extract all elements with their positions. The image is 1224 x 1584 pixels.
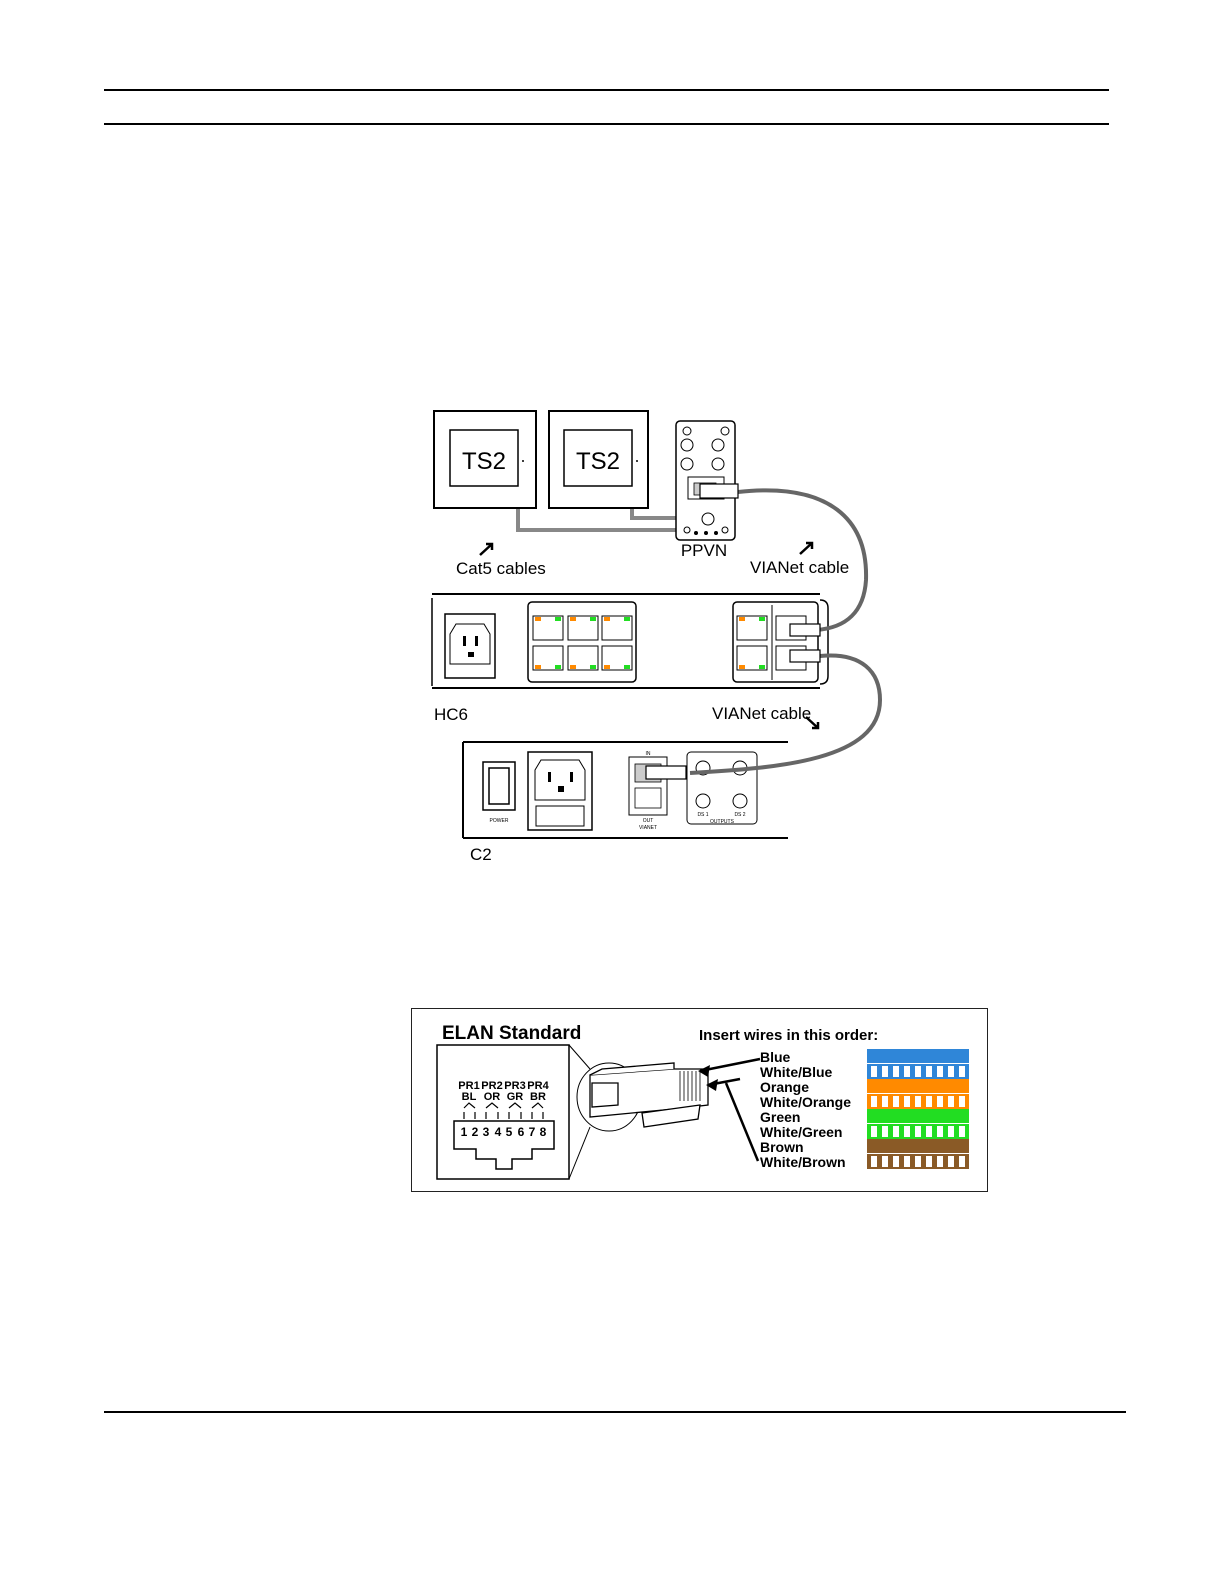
- white-stripe: [948, 1126, 954, 1137]
- white-stripe: [948, 1156, 954, 1167]
- cat5-cables-label: Cat5 cables: [456, 559, 546, 578]
- white-stripe: [915, 1126, 921, 1137]
- wire-order-list: Blue White/Blue Orange White/Orange Gree…: [760, 1049, 851, 1170]
- white-stripe: [904, 1096, 910, 1107]
- swatch-blue: [867, 1049, 969, 1063]
- elan-title: ELAN Standard: [442, 1023, 581, 1044]
- wire-6: White/Green: [760, 1124, 842, 1140]
- white-stripe: [937, 1126, 943, 1137]
- hc6-label: HC6: [434, 705, 468, 724]
- ppvn-label: PPVN: [681, 541, 727, 560]
- c2-power-label: POWER: [490, 818, 509, 824]
- white-stripe: [959, 1096, 965, 1107]
- white-stripe: [893, 1066, 899, 1077]
- white-stripe: [937, 1066, 943, 1077]
- wire-5: Green: [760, 1109, 800, 1125]
- white-stripe: [926, 1126, 932, 1137]
- pin-8: 8: [540, 1125, 547, 1139]
- pin-1: 1: [461, 1125, 468, 1139]
- white-stripe: [893, 1126, 899, 1137]
- white-stripe: [871, 1156, 877, 1167]
- white-stripe: [959, 1126, 965, 1137]
- c2-ds2-label: DS 2: [734, 812, 745, 818]
- cat5-arrow-icon: [480, 544, 492, 555]
- vianet-cable-lower-label: VIANet cable: [712, 704, 811, 723]
- wire-2: White/Blue: [760, 1064, 833, 1080]
- pair-color-1: BL: [462, 1091, 477, 1103]
- white-stripe: [882, 1126, 888, 1137]
- wire-3: Orange: [760, 1079, 809, 1095]
- c2-label: C2: [470, 845, 492, 864]
- white-stripe: [937, 1096, 943, 1107]
- white-stripe: [948, 1096, 954, 1107]
- white-stripe: [904, 1126, 910, 1137]
- white-stripe: [948, 1066, 954, 1077]
- pin-3: 3: [483, 1125, 490, 1139]
- pair-color-2: OR: [484, 1091, 501, 1103]
- ts2-right-label: TS2: [576, 448, 620, 475]
- wire-color-swatches: [867, 1049, 969, 1169]
- white-stripe: [893, 1096, 899, 1107]
- white-stripe: [926, 1066, 932, 1077]
- ts2-right-device: TS2: [549, 411, 648, 508]
- white-stripe: [915, 1096, 921, 1107]
- white-stripe: [882, 1096, 888, 1107]
- swatch-green: [867, 1109, 969, 1123]
- white-stripe: [904, 1156, 910, 1167]
- swatch-brown: [867, 1139, 969, 1153]
- white-stripe: [882, 1156, 888, 1167]
- c2-vianet-label: VIANET: [639, 825, 657, 831]
- rj45-plug-icon: [590, 1063, 708, 1127]
- pin-5: 5: [506, 1125, 513, 1139]
- white-stripe: [926, 1156, 932, 1167]
- pair-color-4: BR: [530, 1091, 546, 1103]
- white-stripe: [871, 1066, 877, 1077]
- white-stripe: [871, 1126, 877, 1137]
- rj45-connector-face: PR1 PR2 PR3 PR4 BL OR GR BR 1 2 3 4 5 6 …: [437, 1045, 569, 1179]
- wire-7: Brown: [760, 1139, 804, 1155]
- white-stripe: [882, 1066, 888, 1077]
- c2-in-label: IN: [646, 751, 651, 757]
- wire-4: White/Orange: [760, 1094, 851, 1110]
- white-stripe: [959, 1156, 965, 1167]
- white-stripe: [959, 1066, 965, 1077]
- swatch-orange: [867, 1079, 969, 1093]
- pin-4: 4: [495, 1125, 502, 1139]
- cat5-cable-lines: [518, 508, 678, 530]
- footer-rule: [104, 1411, 1126, 1413]
- c2-ds1-label: DS 1: [697, 812, 708, 818]
- white-stripe: [926, 1096, 932, 1107]
- wiring-diagram: TS2 TS2 PPVN: [0, 0, 1224, 880]
- white-stripe: [915, 1156, 921, 1167]
- ts2-left-device: TS2: [434, 411, 536, 508]
- wire-8: White/Brown: [760, 1154, 846, 1170]
- pin-6: 6: [518, 1125, 525, 1139]
- pair-color-3: GR: [507, 1091, 524, 1103]
- white-stripe: [871, 1096, 877, 1107]
- wire-1: Blue: [760, 1049, 791, 1065]
- vianet-upper-arrow-icon: [800, 543, 812, 554]
- elan-standard-diagram: ELAN Standard Insert wires in this order…: [412, 1009, 987, 1191]
- white-stripe: [915, 1066, 921, 1077]
- ts2-left-label: TS2: [462, 448, 506, 475]
- elan-standard-panel: ELAN Standard Insert wires in this order…: [411, 1008, 988, 1192]
- elan-instruction: Insert wires in this order:: [699, 1027, 878, 1044]
- c2-device: POWER IN OUT VIANET DS 1 DS 2 OUTPUTS C2: [463, 742, 788, 864]
- white-stripe: [904, 1066, 910, 1077]
- pin-2: 2: [472, 1125, 479, 1139]
- c2-out-label: OUT: [643, 818, 654, 824]
- c2-outputs-label: OUTPUTS: [710, 819, 735, 825]
- vianet-cable-upper-label: VIANet cable: [750, 558, 849, 577]
- pin-7: 7: [529, 1125, 536, 1139]
- white-stripe: [937, 1156, 943, 1167]
- white-stripe: [893, 1156, 899, 1167]
- wire-pointer-arrows: [700, 1059, 760, 1161]
